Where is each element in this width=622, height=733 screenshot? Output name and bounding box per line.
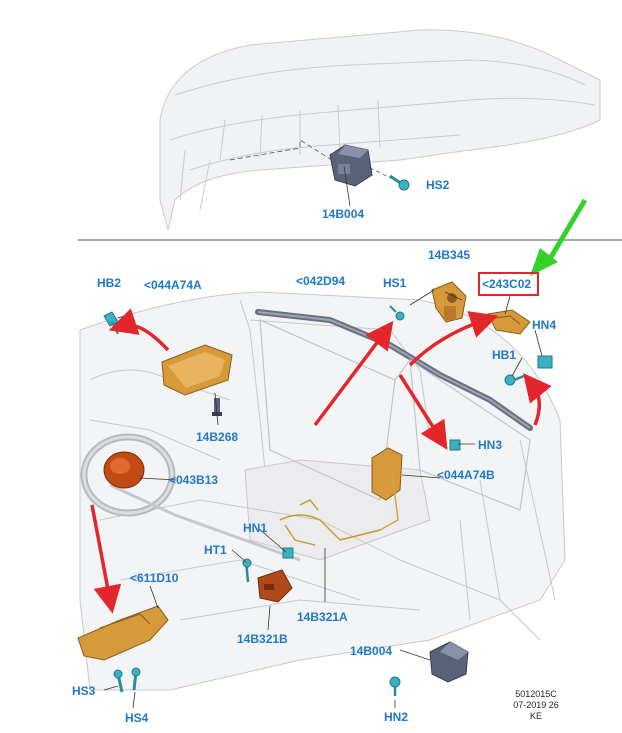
label-611d10: <611D10 [130, 571, 179, 585]
label-14b268: 14B268 [196, 430, 239, 444]
label-14b321a: 14B321A [297, 610, 348, 624]
label-ht1: HT1 [204, 543, 227, 557]
label-hn1: HN1 [243, 521, 268, 535]
rear-body-ghost [159, 29, 601, 231]
label-hn4: HN4 [532, 318, 557, 332]
clip-hn4-icon [537, 355, 553, 369]
footer-reference: 5012015C 07-2019 26 KE [496, 689, 576, 722]
clip-hn3-icon [449, 439, 461, 451]
footer-line-1: 5012015C [515, 689, 557, 699]
bolt-hb1-icon [504, 374, 525, 386]
label-hn2: HN2 [384, 710, 409, 724]
label-hs3: HS3 [72, 684, 96, 698]
label-14b004-bottom: 14B004 [350, 644, 393, 658]
label-14b004-top: 14B004 [322, 207, 365, 221]
leader-lines [103, 165, 543, 709]
footer-line-3: KE [529, 711, 542, 721]
highlight-box-243c02 [478, 272, 539, 296]
module-14b004-top [329, 144, 373, 187]
leader-line-top [229, 139, 336, 163]
red-direction-arrows [90, 308, 552, 614]
label-hs4: HS4 [125, 711, 149, 725]
label-hn3: HN3 [478, 438, 503, 452]
bolt-hs1-icon [389, 305, 405, 321]
bracket-243c02 [487, 309, 531, 335]
steering-wheel [80, 433, 301, 562]
label-14b345: 14B345 [428, 248, 471, 262]
clip-hn1-icon [282, 547, 294, 559]
door-frame-ghost [259, 319, 531, 511]
wiring-harness-14b321a [279, 499, 381, 546]
module-14b345 [431, 281, 467, 323]
green-pointer-arrow-icon [530, 198, 588, 276]
label-hs1: HS1 [383, 276, 407, 290]
bolt-hs3-icon [113, 669, 124, 693]
label-hs2: HS2 [426, 178, 450, 192]
driver-airbag-043b13 [103, 451, 145, 489]
label-042d94: <042D94 [296, 274, 346, 288]
bolt-hs2-icon [389, 174, 410, 191]
module-14b321b [257, 569, 293, 603]
label-hb2: HB2 [97, 276, 122, 290]
module-14b004-bottom [429, 641, 469, 683]
bolt-hs4-icon [131, 667, 141, 691]
passenger-airbag-044a74a [161, 344, 233, 396]
footer-line-2: 07-2019 26 [513, 700, 559, 710]
label-044a74a: <044A74A [144, 278, 202, 292]
knee-airbag-611d10 [77, 605, 169, 661]
bolt-hn2-icon [389, 676, 401, 696]
label-243c02: <243C02 [482, 277, 532, 291]
label-hb1: HB1 [492, 348, 517, 362]
label-044a74b: <044A74B [437, 468, 495, 482]
label-043b13: <043B13 [169, 473, 219, 487]
side-airbag-044a74b [339, 447, 403, 541]
label-14b321b: 14B321B [237, 632, 288, 646]
